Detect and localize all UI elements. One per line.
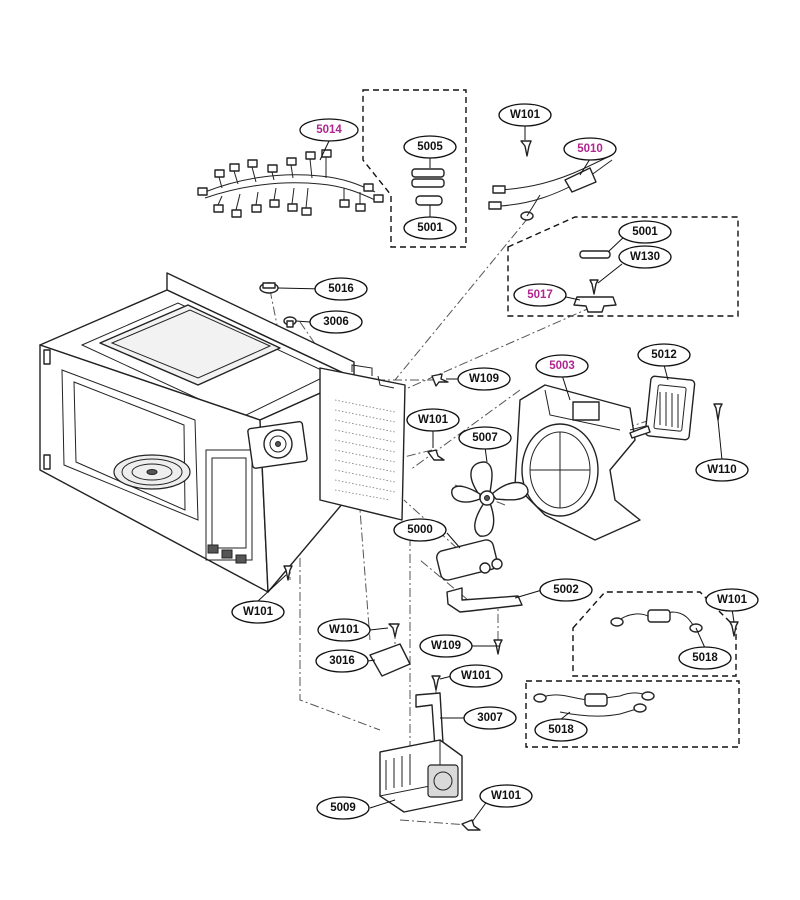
callout-w101-magnetron: W101: [479, 784, 533, 808]
callout-label: 5014: [316, 124, 342, 136]
callout-label: 5009: [330, 802, 356, 814]
callout-w101-3016: W101: [317, 618, 371, 642]
callout-label: W101: [461, 670, 492, 682]
callout-label: W110: [707, 464, 736, 476]
callout-label: 5010: [577, 143, 603, 155]
callout-label: 3006: [323, 316, 349, 328]
callout-w101-right: W101: [705, 588, 759, 612]
screw-w109-lower: [493, 639, 503, 655]
fuse-holder-5005: [411, 168, 445, 188]
callout-5012: 5012: [637, 343, 691, 367]
callout-label: 5018: [548, 724, 574, 736]
callout-label: 5003: [549, 360, 575, 372]
callout-label: 5001: [417, 222, 443, 234]
callout-5002: 5002: [539, 578, 593, 602]
screw-w130: [589, 279, 599, 295]
callout-5005: 5005: [403, 135, 457, 159]
callout-5001-top: 5001: [403, 216, 457, 240]
screw-w101-3007: [431, 675, 441, 691]
callout-3007: 3007: [463, 706, 517, 730]
wire-harness-5014: [197, 149, 384, 218]
screw-w101-3016: [388, 623, 400, 638]
callout-5001-right: 5001: [618, 220, 672, 244]
screw-w109-upper: [431, 373, 449, 387]
callout-label: W130: [630, 251, 660, 263]
oven-cavity: [39, 272, 355, 593]
callout-5017: 5017: [513, 283, 567, 307]
callout-label: 5016: [328, 283, 354, 295]
callout-w109-lower: W109: [419, 634, 473, 658]
callout-label: W101: [329, 624, 360, 636]
callout-5009: 5009: [316, 796, 370, 820]
callout-label: W101: [243, 606, 274, 618]
callout-w101-lower-left: W101: [231, 600, 285, 624]
callout-w101-top: W101: [498, 103, 552, 127]
callout-label: 5007: [472, 432, 498, 444]
noise-filter-cord-5018-upper: [610, 609, 703, 633]
noise-filter-cord-5018-lower: [533, 691, 655, 717]
fuse-5001-right: [579, 250, 611, 259]
callout-label: 5017: [527, 289, 553, 301]
callout-label: W101: [510, 109, 541, 121]
callout-label: 3016: [329, 655, 355, 667]
callout-label: W101: [418, 414, 449, 426]
callout-5010: 5010: [563, 137, 617, 161]
screw-w110: [713, 403, 723, 421]
magnetron-5009: [379, 739, 463, 813]
callout-3006: 3006: [309, 310, 363, 334]
callout-label: W101: [717, 594, 748, 606]
fuse-5001-top: [415, 195, 443, 206]
screw-w101-magnetron: [461, 819, 481, 831]
fastener-3006: [283, 316, 297, 328]
bracket-5002: [446, 587, 523, 613]
plate-3016: [369, 643, 411, 677]
callout-label: 3007: [477, 712, 503, 724]
screw-w101-right: [729, 621, 739, 637]
fan-blade-5007: [451, 461, 529, 537]
callout-w130: W130: [618, 245, 672, 269]
callout-label: 5000: [407, 524, 433, 536]
wire-lead-5010: [488, 154, 613, 221]
back-panel: [319, 364, 406, 521]
callout-label: W109: [469, 373, 499, 385]
callout-5000: 5000: [393, 518, 447, 542]
callout-w101-3007: W101: [449, 664, 503, 688]
callout-5018-lower: 5018: [534, 718, 588, 742]
screw-w101-lower-left: [283, 565, 293, 581]
callout-3016: 3016: [315, 649, 369, 673]
callout-5003: 5003: [535, 354, 589, 378]
callout-w101-fan: W101: [406, 408, 460, 432]
group-box-bottom-right: [525, 680, 740, 748]
fan-motor-5012: [629, 375, 696, 441]
screw-w101-top: [520, 140, 532, 157]
fan-duct-5003: [514, 384, 651, 541]
callout-w110: W110: [695, 458, 749, 482]
fuse-clip-5017: [573, 296, 617, 313]
thermostat-5016: [259, 282, 279, 294]
callout-w109-upper: W109: [457, 367, 511, 391]
callout-5016: 5016: [314, 277, 368, 301]
callout-5018-upper: 5018: [678, 646, 732, 670]
group-box-right-upper: [507, 216, 739, 317]
group-box-top: [362, 89, 467, 248]
callout-label: 5018: [692, 652, 718, 664]
callout-label: 5001: [632, 226, 658, 238]
callout-label: W109: [431, 640, 461, 652]
screw-w101-fan: [427, 449, 445, 461]
callout-5007: 5007: [458, 426, 512, 450]
capacitor-5000: [436, 539, 503, 581]
callout-label: 5005: [417, 141, 443, 153]
turntable-motor: [247, 420, 308, 469]
callout-5014: 5014: [299, 118, 359, 142]
callout-label: 5002: [553, 584, 579, 596]
callout-label: 5012: [651, 349, 677, 361]
callout-label: W101: [491, 790, 522, 802]
